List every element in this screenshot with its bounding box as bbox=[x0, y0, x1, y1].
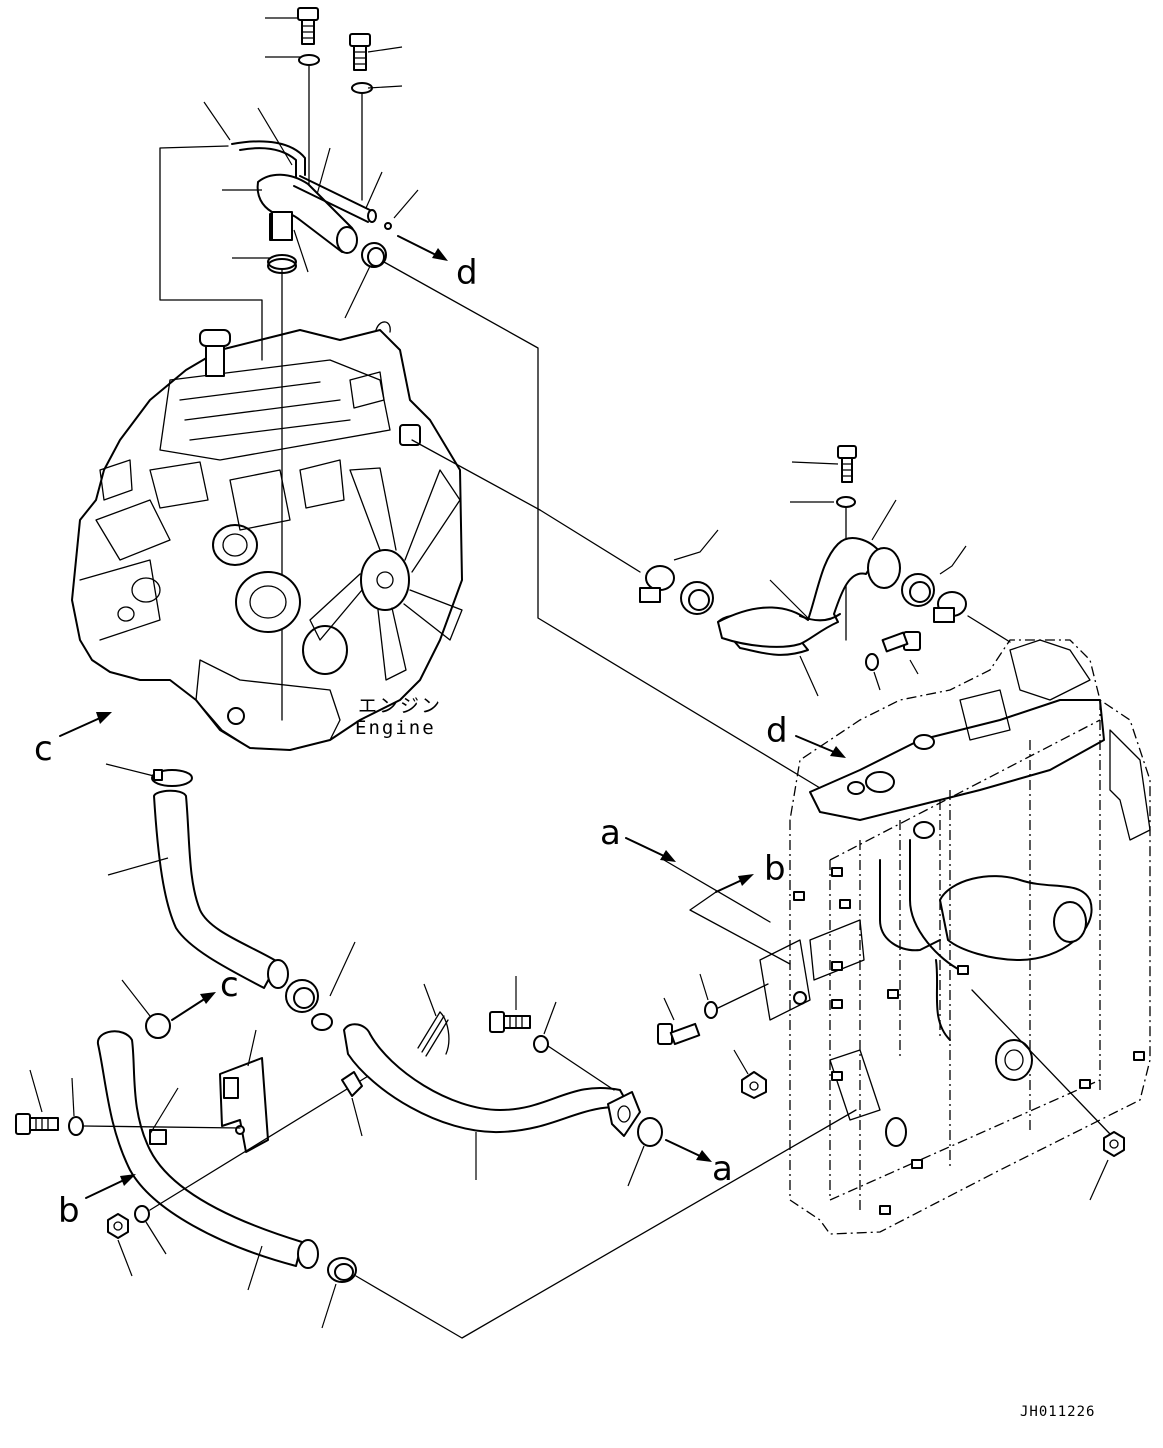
bolt-top-left bbox=[297, 7, 319, 45]
callout-b-mid: b bbox=[764, 849, 786, 889]
fan bbox=[309, 467, 463, 681]
upper-hose-group: d bbox=[159, 7, 821, 789]
lower-engine-clamp bbox=[105, 763, 193, 787]
pipe-b bbox=[97, 1030, 319, 1269]
callout-a-lower: a bbox=[712, 1149, 733, 1189]
bolt-top-right bbox=[349, 33, 371, 71]
washer-lower-mid bbox=[134, 1205, 150, 1223]
callout-d-top: d bbox=[456, 253, 478, 293]
bracket bbox=[219, 1029, 269, 1153]
washer-upper-right bbox=[836, 496, 856, 508]
bolt-right-mid bbox=[657, 997, 701, 1046]
callout-c-lower: c bbox=[220, 965, 239, 1005]
callout-a-mid: a bbox=[600, 813, 621, 853]
engine-illustration: エンジン Engine bbox=[71, 321, 641, 751]
bolt-small-right bbox=[881, 631, 921, 675]
clip-small bbox=[341, 1071, 363, 1097]
bolt-pipe-a bbox=[489, 976, 531, 1033]
callout-d-right: d bbox=[766, 711, 788, 751]
bolt-upper-right bbox=[837, 445, 857, 483]
pipe-a bbox=[343, 1023, 641, 1180]
nut-right-mid bbox=[733, 1049, 767, 1099]
washer-top-left bbox=[298, 54, 320, 66]
engine-label-en: Engine bbox=[355, 717, 436, 739]
drawing-code: JH011226 bbox=[1020, 1404, 1095, 1420]
spring bbox=[417, 983, 450, 1057]
washer-pipe-a bbox=[533, 1035, 549, 1053]
nut-lower-left bbox=[107, 1213, 133, 1277]
upper-right-hose-group bbox=[639, 445, 1011, 697]
washer-right-mid bbox=[704, 1001, 718, 1019]
washer-small-right bbox=[865, 653, 879, 671]
radiator-frame: d bbox=[759, 639, 1151, 1235]
bolt-lower-left bbox=[15, 1069, 59, 1135]
callout-c-left: c bbox=[34, 729, 53, 769]
engine-label-ja: エンジン bbox=[358, 695, 442, 717]
callout-b-left: b bbox=[58, 1191, 80, 1231]
washer-lower-left bbox=[68, 1116, 84, 1136]
lower-clamp bbox=[321, 1257, 357, 1329]
lower-radiator-hose bbox=[107, 789, 289, 989]
small-clamp-c bbox=[145, 1013, 171, 1039]
o-ring bbox=[637, 1117, 663, 1147]
hose-clamps-middle bbox=[285, 941, 356, 1031]
nut-right-lower bbox=[1089, 1131, 1125, 1201]
